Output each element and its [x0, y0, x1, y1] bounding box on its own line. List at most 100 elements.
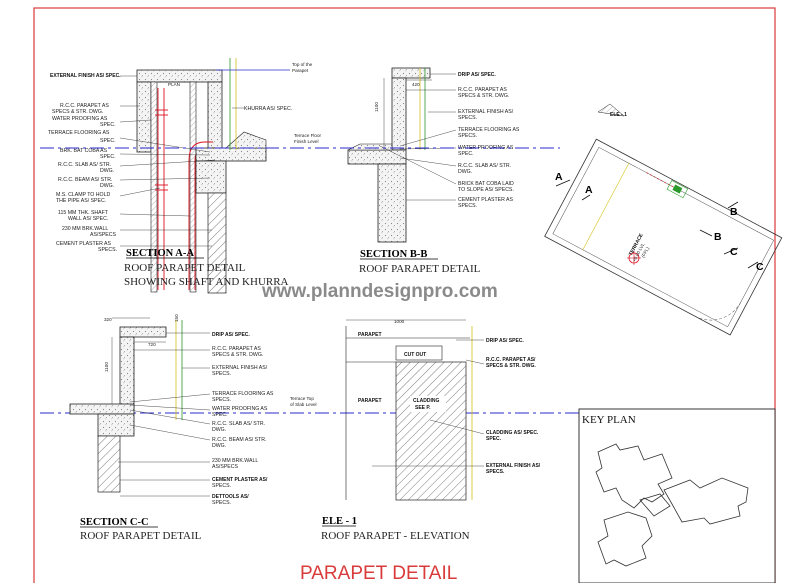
- aa-top-parapet-2: Parapet: [292, 68, 309, 73]
- bb-label-1: R.C.C. PARAPET AS: [458, 87, 507, 93]
- cc-parapet-wall: [119, 336, 135, 410]
- ele-title: ELE - 1: [322, 516, 357, 527]
- aa-subtitle-2: SHOWING SHAFT AND KHURRA: [124, 276, 289, 288]
- bb-label-9: R.C.C. SLAB AS/ STR.: [458, 163, 511, 169]
- bb-label-6: SPECS.: [458, 133, 477, 139]
- aa-label-7: BRK. BAT COBA AS: [60, 148, 108, 154]
- cc-brick-wall: [97, 435, 121, 493]
- ele-label-5: EXTERNAL FINISH AS/: [486, 463, 541, 469]
- cc-label-14: AS/SPECS: [212, 464, 238, 470]
- plan-marker-5: C: [756, 261, 764, 273]
- aa-label-14: THE PIPE AS/ SPEC.: [56, 198, 106, 204]
- cc-label-13: 230 MM BRK.WALL: [212, 458, 258, 464]
- bb-label-11: BRICK BAT COBA LAID: [458, 181, 514, 187]
- aa-label-khurra: KHURRA AS/ SPEC.: [244, 106, 292, 112]
- cc-label-17: DETTOOLS AS/: [212, 494, 249, 500]
- cc-label-0: DRIP AS/ SPEC.: [212, 332, 250, 338]
- aa-label-0: EXTERNAL FINISH AS/ SPEC.: [50, 73, 121, 79]
- bb-label-0: DRIP AS/ SPEC.: [458, 72, 496, 78]
- bb-dim-height: 1100: [374, 102, 379, 112]
- bb-label-8: SPEC.: [458, 151, 474, 157]
- cc-subtitle: ROOF PARAPET DETAIL: [80, 530, 202, 542]
- cc-label-9: R.C.C. SLAB AS/ STR.: [212, 421, 265, 427]
- aa-subtitle-1: ROOF PARAPET DETAIL: [124, 262, 246, 274]
- ele-cutout: [395, 345, 443, 361]
- cc-slab: [69, 403, 135, 415]
- aa-label-12: DWG.: [100, 183, 114, 189]
- ele-subtitle: ROOF PARAPET - ELEVATION: [321, 530, 470, 542]
- aa-label-4: SPEC.: [100, 122, 116, 128]
- key-plan-frame: [578, 408, 776, 584]
- ele-label-4: SPEC.: [486, 436, 502, 442]
- cc-label-6: SPECS.: [212, 397, 231, 403]
- cc-label-4: SPECS.: [212, 371, 231, 377]
- cc-label-15: CEMENT PLASTER AS/: [212, 477, 268, 483]
- aa-terrace-2: Finish Level: [294, 139, 319, 144]
- section-cc: 320 150 720 1100 DRIP AS/ SPEC. R.C.C. P…: [69, 314, 317, 542]
- cc-label-7: WATER PROOFING AS: [212, 406, 268, 412]
- aa-label-8: SPEC.: [100, 154, 116, 160]
- plan-marker-1: A: [585, 184, 593, 196]
- plan-outline: [544, 138, 783, 336]
- ele-cladding-2: SEE P.: [415, 405, 431, 411]
- bb-title: SECTION B-B: [360, 249, 427, 260]
- bb-label-2: SPECS & STR. DWG.: [458, 93, 509, 99]
- key-plan-outline: [595, 443, 749, 567]
- cc-title: SECTION C-C: [80, 517, 149, 528]
- bb-label-12: TO SLOPE AS/ SPECS.: [458, 187, 514, 193]
- bb-dim-width: 420: [412, 82, 420, 87]
- aa-parapet-cap: [136, 69, 223, 83]
- aa-label-17: 230 MM BRK.WALL: [62, 226, 108, 232]
- aa-label-20: SPECS.: [98, 247, 117, 253]
- ele-parapet-left: PARAPET: [358, 398, 382, 404]
- aa-label-9: R.C.C. SLAB AS/ STR.: [58, 162, 111, 168]
- cc-dim-top-2: 150: [174, 314, 179, 322]
- aa-label-3: WATER PROOFING AS: [52, 116, 108, 122]
- aa-label-6: SPEC.: [100, 138, 116, 144]
- section-aa: PLAN EXTERNAL FINISH AS/ SPEC. R.C.C. PA…: [48, 58, 322, 294]
- section-bb: 420 1100 DRIP AS/ SPEC. R.C.C. PARAPET A…: [347, 67, 520, 275]
- bb-subtitle: ROOF PARAPET DETAIL: [359, 263, 481, 275]
- ele-label-2: SPECS & STR. DWG.: [486, 363, 536, 369]
- aa-label-2: SPECS & STR. DWG.: [52, 109, 103, 115]
- cc-label-18: SPECS.: [212, 500, 231, 506]
- aa-title: SECTION A-A: [126, 248, 194, 259]
- aa-terrace-1: Terrace Floor: [294, 133, 322, 138]
- ele-label-3: CLADDING AS/ SPEC.: [486, 430, 539, 436]
- cc-label-1: R.C.C. PARAPET AS: [212, 346, 261, 352]
- aa-label-1: R.C.C. PARAPET AS: [60, 103, 109, 109]
- ele-label-0: DRIP AS/ SPEC.: [486, 338, 524, 344]
- bb-label-5: TERRACE FLOORING AS: [458, 127, 520, 133]
- sheet-border: [33, 7, 776, 588]
- aa-parapet-wall: [136, 81, 152, 153]
- cc-label-16: SPECS.: [212, 483, 231, 489]
- plan-marker-4: C: [730, 246, 738, 258]
- cc-label-12: DWG.: [212, 443, 226, 449]
- aa-label-16: WALL AS/ SPEC.: [68, 216, 108, 222]
- cc-label-11: R.C.C. BEAM AS/ STR.: [212, 437, 266, 443]
- ele-cladding: [395, 361, 467, 501]
- aa-brick-wall: [207, 192, 227, 294]
- aa-top-parapet-1: Top of the: [292, 62, 313, 67]
- aa-pipe: [155, 88, 213, 290]
- aa-label-18: AS/SPECS: [90, 232, 116, 238]
- cc-terrace-2: of Slab Level: [290, 402, 317, 407]
- cc-label-2: SPECS & STR. DWG.: [212, 352, 263, 358]
- cc-dim-top-1: 320: [104, 317, 112, 322]
- bb-label-10: DWG.: [458, 169, 472, 175]
- plan-terrace-3: (FFL): [640, 246, 650, 259]
- bb-label-3: EXTERNAL FINISH AS/: [458, 109, 514, 115]
- ele-label-top: PARAPET: [358, 332, 382, 338]
- ele-label-1: R.C.C. PARAPET AS/: [486, 357, 536, 363]
- key-plan: KEY PLAN: [578, 408, 776, 584]
- watermark: www.planndesignpro.com: [261, 281, 498, 302]
- cc-label-5: TERRACE FLOORING AS: [212, 391, 274, 397]
- aa-label-5: TERRACE FLOORING AS: [48, 130, 110, 136]
- aa-dim-plan: PLAN: [168, 82, 180, 87]
- bb-slab: [347, 149, 407, 165]
- ele-cladding-1: CLADDING: [413, 398, 439, 404]
- elevation-1: 1000 PARAPET CUT OUT PARAPET CLADDING SE…: [321, 319, 541, 542]
- ele-label-box: CUT OUT: [404, 352, 426, 358]
- aa-label-11: R.C.C. BEAM AS/ STR.: [58, 177, 112, 183]
